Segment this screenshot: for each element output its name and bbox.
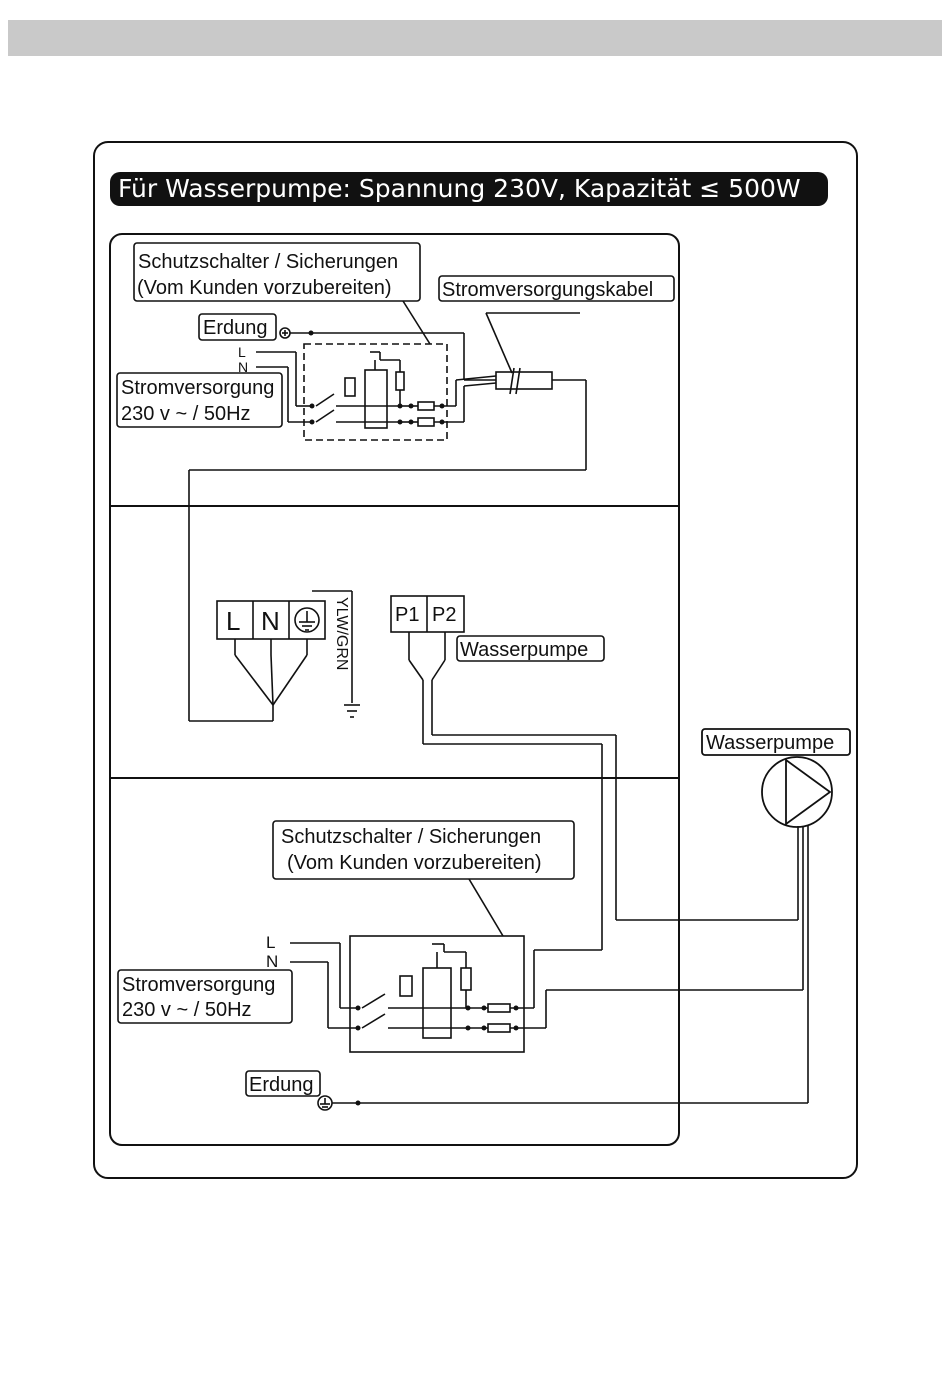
pump-symbol [761,756,833,828]
header-bar [8,20,942,56]
terminal-p2-label: P2 [432,604,456,626]
bottom-earth-label: Erdung [249,1074,314,1096]
middle-pump-label-box [456,635,605,662]
title-banner [110,172,828,206]
bottom-l-label: L [266,933,275,952]
top-supply-line1: Stromversorgung [121,377,274,399]
top-breaker-label-box [133,242,421,302]
cable-label: Stromversorgungskabel [442,279,653,301]
bottom-breaker-box [349,935,525,1053]
pump-label: Wasserpumpe [706,732,834,754]
top-earth-label-box [198,313,277,341]
wire-color-label: YLW/GRN [333,597,350,670]
top-l-label: L [238,344,246,360]
top-breaker-box [303,343,448,441]
terminal-n-label: N [261,606,280,636]
top-n-label: N [238,359,248,375]
power-cable [495,371,553,390]
pump-play-icon [785,758,832,826]
bottom-supply-line1: Stromversorgung [122,974,275,996]
bottom-supply-line2: 230 v ~ / 50Hz [122,999,252,1021]
bottom-breaker-label-box [272,820,575,880]
terminal-l-label: L [226,606,240,636]
bottom-breaker-label-line1: Schutzschalter / Sicherungen [281,826,541,848]
terminal-p1-label: P1 [395,604,419,626]
top-earth-label: Erdung [203,317,268,339]
bottom-earth-label-box [245,1070,321,1097]
bottom-supply-label-box [117,969,293,1024]
top-breaker-label-line2: (Vom Kunden vorzubereiten) [137,277,392,299]
unit-frame [109,233,680,1146]
outer-frame [93,141,858,1179]
bottom-n-label: N [266,952,278,971]
top-supply-label-box [116,372,283,428]
pump-label-box [701,728,851,756]
middle-pump-label: Wasserpumpe [460,639,588,661]
diagram-title: Für Wasserpumpe: Spannung 230V, Kapazitä… [118,174,801,203]
top-breaker-label-line1: Schutzschalter / Sicherungen [138,251,398,273]
terminal-earth-icon [294,607,320,633]
cable-label-box [438,275,675,302]
bottom-breaker-label-line2: (Vom Kunden vorzubereiten) [287,852,542,874]
top-supply-line2: 230 v ~ / 50Hz [121,403,251,425]
